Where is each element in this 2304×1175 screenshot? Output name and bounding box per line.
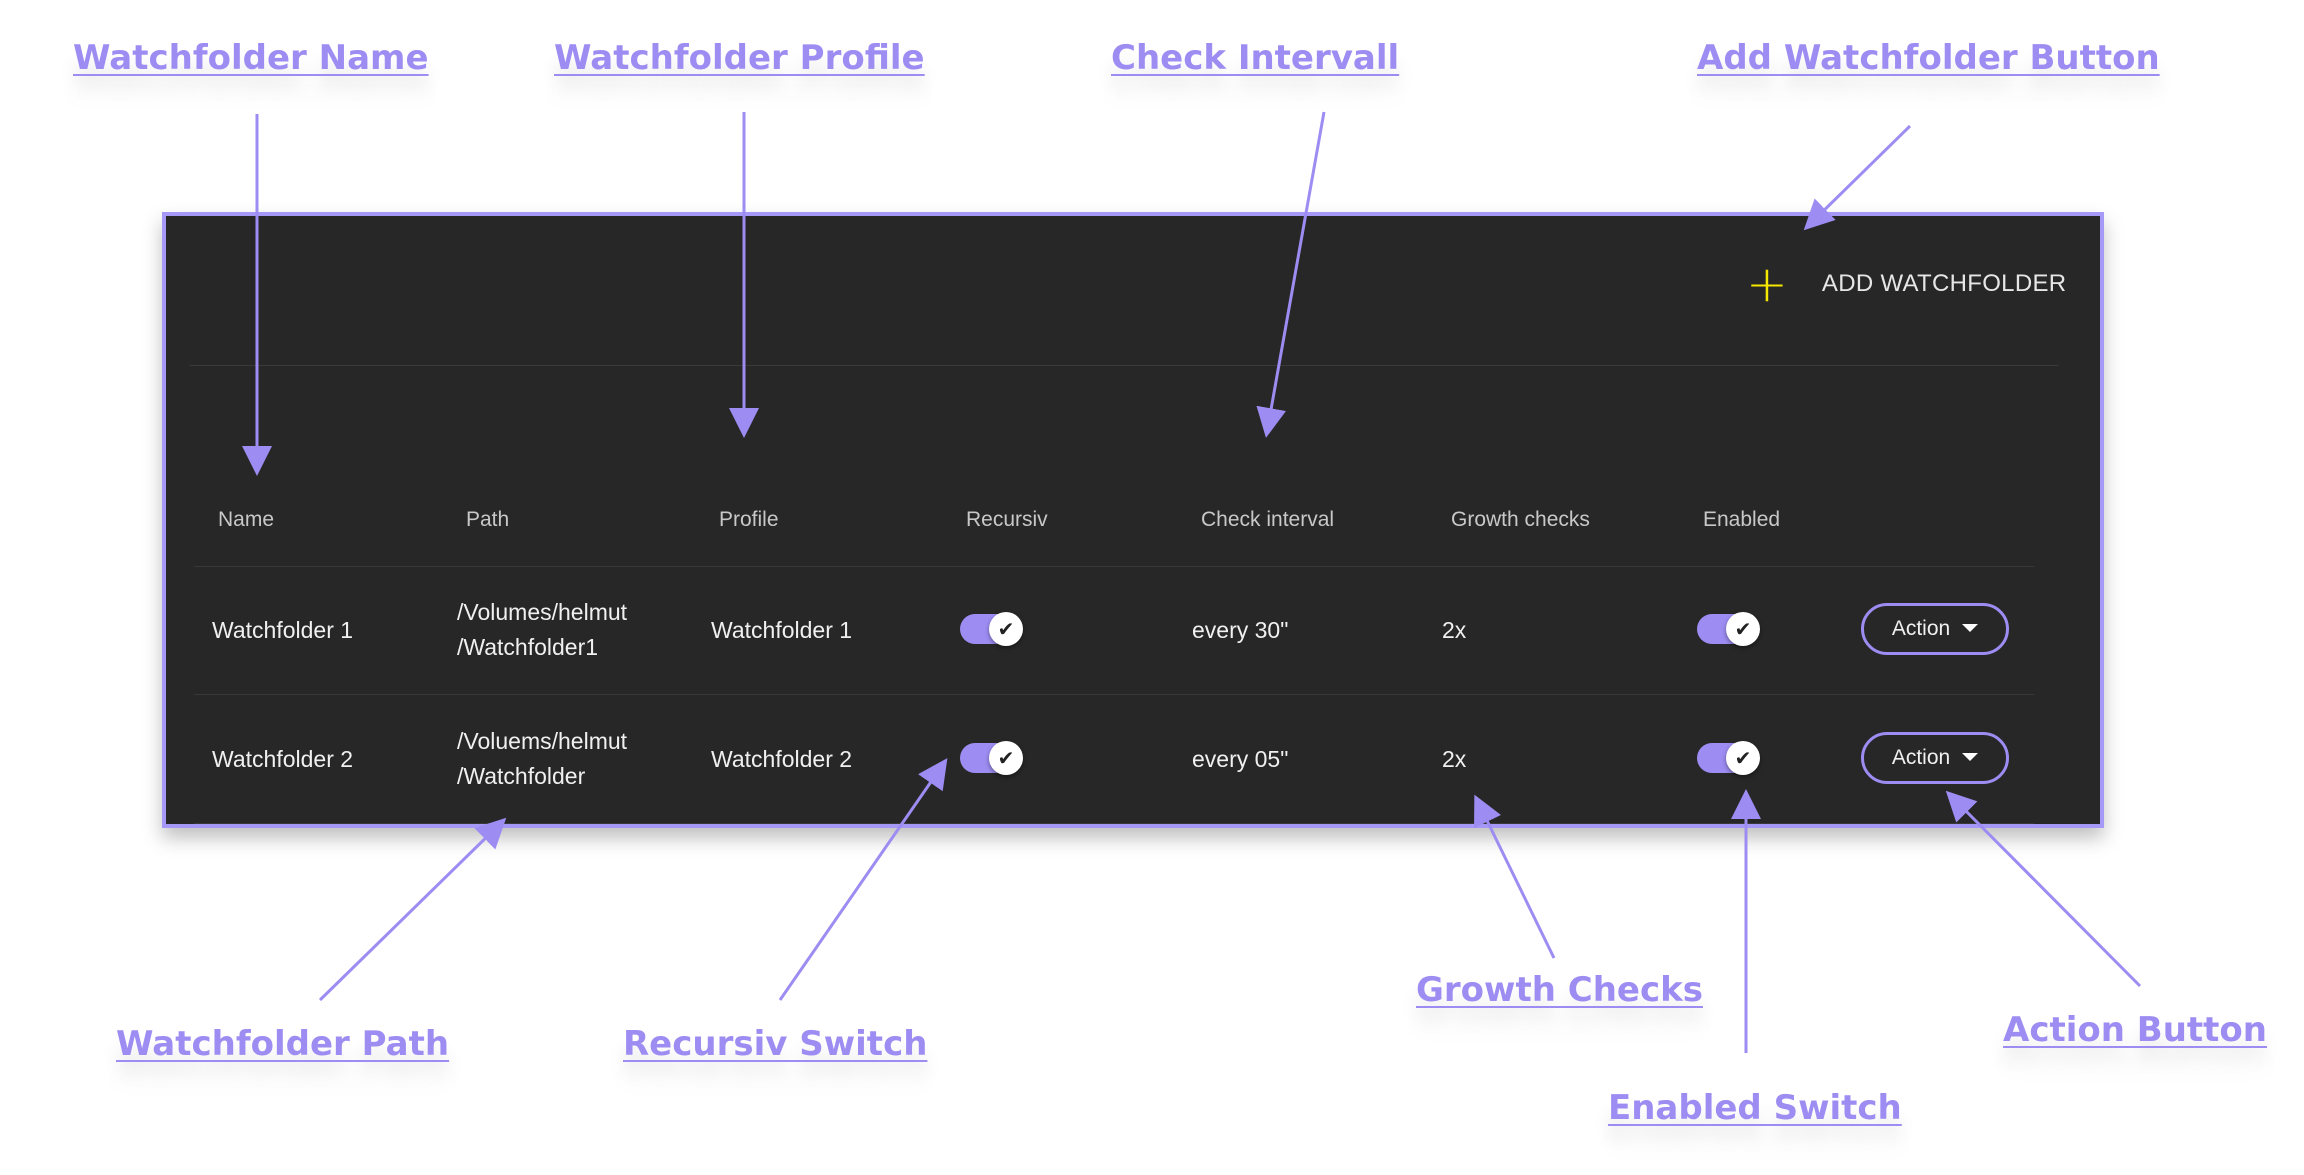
annotation-action-button: Action Button xyxy=(2003,1010,2267,1050)
row-1-profile: Watchfolder 1 xyxy=(711,617,853,643)
check-icon: ✔ xyxy=(989,741,1023,775)
annotation-watchfolder-name: Watchfolder Name xyxy=(73,38,429,78)
header-divider xyxy=(194,566,2034,567)
check-icon: ✔ xyxy=(1726,741,1760,775)
row-2-recursiv-switch[interactable]: ✔ xyxy=(960,741,1024,775)
annotation-enabled-switch: Enabled Switch xyxy=(1608,1088,1902,1128)
annotation-add-watchfolder-button: Add Watchfolder Button xyxy=(1697,38,2160,78)
watchfolder-panel: + ADD WATCHFOLDER Name Path Profile Recu… xyxy=(162,212,2104,828)
arrow-recursiv-switch xyxy=(778,758,948,1001)
column-header-check-interval: Check interval xyxy=(1201,508,1335,531)
row-2-name: Watchfolder 2 xyxy=(212,746,354,772)
column-header-growth-checks: Growth checks xyxy=(1451,508,1590,531)
arrow-add-watchfolder xyxy=(1803,124,1912,231)
row-1-recursiv-switch[interactable]: ✔ xyxy=(960,612,1024,646)
row-2-path: /Voluems/helmut /Watchfolder xyxy=(457,724,627,794)
row-1-action-button[interactable]: Action xyxy=(1861,603,2009,655)
row-1-growth-checks: 2x xyxy=(1442,617,1467,643)
caret-down-icon xyxy=(1962,624,1979,632)
check-icon: ✔ xyxy=(989,612,1023,646)
column-header-path: Path xyxy=(466,508,510,531)
action-button-label: Action xyxy=(1891,746,1951,769)
column-header-profile: Profile xyxy=(719,508,779,531)
action-button-label: Action xyxy=(1891,617,1951,640)
arrow-check-intervall xyxy=(1256,111,1326,438)
row-1-name: Watchfolder 1 xyxy=(212,617,354,643)
arrow-watchfolder-path xyxy=(318,817,507,1002)
add-watchfolder-button[interactable]: + ADD WATCHFOLDER xyxy=(1746,254,2066,314)
row-divider xyxy=(194,694,2034,695)
row-divider xyxy=(194,823,2034,824)
row-1-path-line1: /Volumes/helmut xyxy=(457,599,628,625)
annotation-check-intervall: Check Intervall xyxy=(1111,38,1400,78)
row-2-path-line2: /Watchfolder xyxy=(457,763,586,789)
caret-down-icon xyxy=(1962,753,1979,761)
row-2-check-interval: every 05" xyxy=(1192,746,1289,772)
column-header-name: Name xyxy=(218,508,275,531)
arrow-growth-checks xyxy=(1474,794,1556,959)
check-icon: ✔ xyxy=(1726,612,1760,646)
row-2-growth-checks: 2x xyxy=(1442,746,1467,772)
column-header-enabled: Enabled xyxy=(1703,508,1781,531)
arrow-action-button xyxy=(1945,790,2142,988)
column-header-recursiv: Recursiv xyxy=(966,508,1048,531)
toolbar-divider xyxy=(190,365,2058,366)
add-watchfolder-label: ADD WATCHFOLDER xyxy=(1821,270,2067,297)
row-2-enabled-switch[interactable]: ✔ xyxy=(1697,741,1761,775)
row-1-path-line2: /Watchfolder1 xyxy=(457,634,599,660)
row-1-path: /Volumes/helmut /Watchfolder1 xyxy=(457,595,627,665)
row-1-check-interval: every 30" xyxy=(1192,617,1289,643)
annotation-growth-checks: Growth Checks xyxy=(1416,970,1703,1010)
row-2-path-line1: /Voluems/helmut xyxy=(457,728,628,754)
annotation-watchfolder-profile: Watchfolder Profile xyxy=(554,38,925,78)
row-1-enabled-switch[interactable]: ✔ xyxy=(1697,612,1761,646)
row-2-profile: Watchfolder 2 xyxy=(711,746,853,772)
annotation-watchfolder-path: Watchfolder Path xyxy=(116,1024,450,1064)
annotation-recursiv-switch: Recursiv Switch xyxy=(623,1024,928,1064)
row-2-action-button[interactable]: Action xyxy=(1861,732,2009,784)
plus-icon: + xyxy=(1746,255,1788,313)
